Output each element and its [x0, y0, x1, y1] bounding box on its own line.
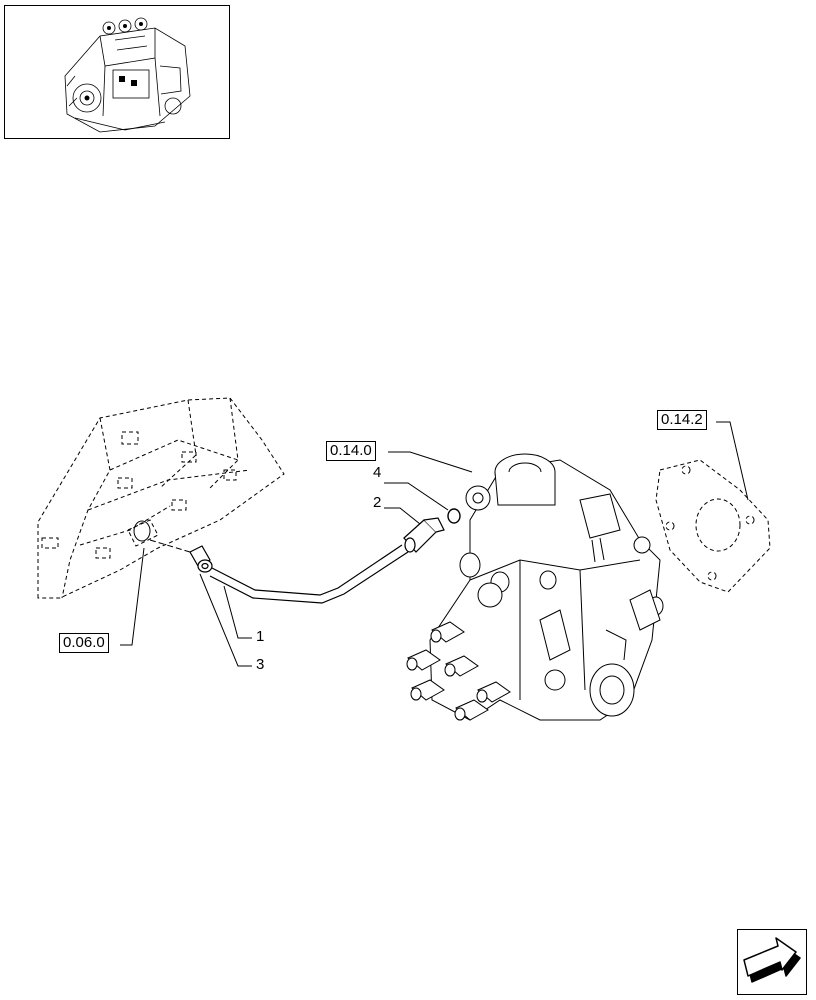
reference-box-0-14-0[interactable]: 0.14.0 — [326, 441, 376, 461]
engine-block-outline — [37, 397, 285, 599]
injection-pump — [429, 453, 664, 721]
reference-box-0-14-2[interactable]: 0.14.2 — [657, 410, 707, 430]
delivery-valves — [406, 621, 511, 721]
union-fitting — [403, 517, 445, 553]
fuel-pipe — [209, 544, 409, 604]
callout-item-3: 3 — [256, 656, 265, 673]
banjo-fitting — [189, 545, 213, 573]
engine-thumbnail — [4, 5, 230, 139]
callout-item-1: 1 — [256, 628, 265, 645]
o-ring — [447, 508, 461, 524]
callout-item-2: 2 — [373, 494, 382, 511]
next-page-arrow-icon — [743, 937, 801, 983]
engine-thumbnail-icon — [64, 17, 191, 133]
next-page-button[interactable] — [737, 929, 807, 995]
pump-gasket-outline — [655, 459, 771, 593]
reference-box-0-06-0[interactable]: 0.06.0 — [59, 633, 109, 653]
callout-item-4: 4 — [373, 464, 382, 481]
